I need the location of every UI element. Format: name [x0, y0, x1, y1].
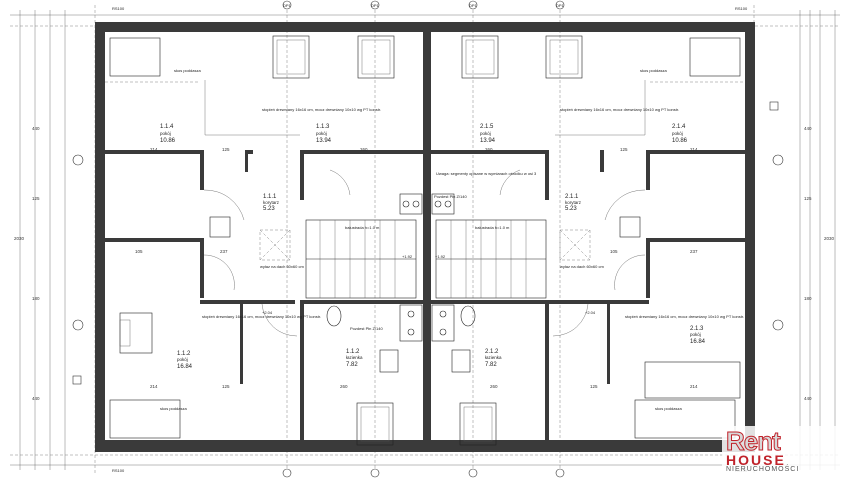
- room-name: pokój: [177, 357, 188, 362]
- axis-marker-label: DP1: [556, 3, 565, 8]
- fixtures: [109, 37, 741, 439]
- room-name: pokój: [690, 332, 701, 337]
- axis-marker-label: DP1: [371, 3, 380, 8]
- room-number: 1.1.2: [346, 349, 360, 355]
- level-mark: +1.92: [435, 254, 446, 259]
- dim-top: 125: [620, 147, 628, 152]
- beam-note: stopień drewniany 16x16 cm, mocz drewnia…: [560, 107, 679, 112]
- room-area: 7.82: [346, 362, 358, 368]
- axis-marker-label: DP1: [283, 3, 292, 8]
- dim-left: 440: [32, 396, 40, 401]
- dim-right: 440: [804, 396, 812, 401]
- room-name: pokój: [480, 131, 491, 136]
- beam-note: stopień drewniany 16x16 cm, mocz drewnia…: [625, 314, 744, 319]
- room-number: 1.1.4: [160, 124, 174, 130]
- room-labels: 1.1.4 pokój 10.86 1.1.3 pokój 13.94 1.1.…: [160, 124, 706, 370]
- room-area: 16.84: [690, 339, 706, 345]
- company-logo: Rent HOUSE NIERUCHOMOŚCI: [722, 426, 840, 474]
- slope-note: skos poddasza: [640, 68, 667, 73]
- beam-note: stopień drewniany 16x16 cm, mocz drewnia…: [202, 314, 321, 319]
- room-name: korytarz: [565, 200, 582, 205]
- slope-note: skos poddasza: [160, 406, 187, 411]
- landing-note: Pozdest Płn Z/140: [434, 194, 467, 199]
- dim-bottom: 260: [490, 384, 498, 389]
- room-name: pokój: [316, 131, 327, 136]
- logo-house: HOUSE: [726, 452, 786, 468]
- dim-top: 125: [222, 147, 230, 152]
- room-area: 5.23: [565, 206, 577, 212]
- room-area: 10.86: [672, 138, 688, 144]
- level-mark: +2.04: [585, 310, 596, 315]
- stairs-note: balustrada h=1.0 m: [345, 225, 380, 230]
- dim-bottom: 125: [590, 384, 598, 389]
- room-area: 7.82: [485, 362, 497, 368]
- room-name: korytarz: [263, 200, 280, 205]
- room-number: 1.1.3: [316, 124, 330, 130]
- dimension-labels: 214 125 260 260 125 214 105 237 237 105 …: [14, 126, 835, 401]
- axis-label-top-left: RS100: [112, 6, 125, 11]
- axis-label-bottom-left: RS100: [112, 468, 125, 473]
- dim-top: 214: [690, 147, 698, 152]
- dim-total: 2030: [14, 236, 25, 241]
- dim-mid: 105: [135, 249, 143, 254]
- stairs-note: balustrada h=1.0 m: [475, 225, 510, 230]
- room-area: 10.86: [160, 138, 176, 144]
- door-swings: [203, 169, 646, 337]
- dim-mid: 237: [220, 249, 228, 254]
- dim-mid: 237: [690, 249, 698, 254]
- beam-lines: [105, 80, 745, 261]
- room-name: łazienka: [346, 355, 363, 360]
- dim-left: 125: [32, 196, 40, 201]
- room-area: 13.94: [480, 138, 496, 144]
- axis-marker-label: DP1: [469, 3, 478, 8]
- logo-wordmark: Rent: [726, 426, 782, 457]
- axis-label-top-right: RS100: [735, 6, 748, 11]
- interior-walls: [105, 150, 745, 440]
- dim-right: 125: [804, 196, 812, 201]
- level-mark: +2.04: [262, 310, 273, 315]
- room-area: 5.23: [263, 206, 275, 212]
- level-mark: +1.92: [402, 254, 413, 259]
- dim-right: 440: [804, 126, 812, 131]
- roof-windows: [272, 35, 583, 446]
- room-number: 2.1.1: [565, 194, 579, 200]
- exterior-walls: [95, 22, 755, 452]
- room-name: pokój: [672, 131, 683, 136]
- room-area: 16.84: [177, 364, 193, 370]
- staircase: [305, 219, 547, 299]
- logo-tagline: NIERUCHOMOŚCI: [726, 466, 800, 473]
- beam-note: stopień drewniany 16x16 cm, mocz drewnia…: [262, 107, 381, 112]
- dim-top: 214: [150, 147, 158, 152]
- dim-left: 180: [32, 296, 40, 301]
- dim-bottom: 214: [690, 384, 698, 389]
- room-name: łazienka: [485, 355, 502, 360]
- slope-note: skos poddasza: [655, 406, 682, 411]
- hatch-note: wyłaz na dach 60x60 cm: [260, 264, 304, 269]
- remark-note: Uwaga: segmenty opisane w wymiarach ośro…: [436, 171, 537, 176]
- axis-markers: DP1 DP1 DP1 DP1 RS100 RS100 RS100 RS100: [72, 0, 784, 478]
- room-area: 13.94: [316, 138, 332, 144]
- room-name: pokój: [160, 131, 171, 136]
- room-number: 2.1.3: [690, 326, 704, 332]
- dim-bottom: 125: [222, 384, 230, 389]
- hatch-note: wyłaz na dach 60x60 cm: [560, 264, 604, 269]
- room-number: 1.1.2: [177, 351, 191, 357]
- dim-top: 260: [360, 147, 368, 152]
- dim-mid: 105: [610, 249, 618, 254]
- annotations: stopień drewniany 16x16 cm, mocz drewnia…: [160, 68, 744, 411]
- dim-left: 440: [32, 126, 40, 131]
- dim-total: 2030: [824, 236, 835, 241]
- room-number: 2.1.5: [480, 124, 494, 130]
- room-number: 2.1.4: [672, 124, 686, 130]
- dim-bottom: 214: [150, 384, 158, 389]
- dim-bottom: 260: [340, 384, 348, 389]
- dim-right: 180: [804, 296, 812, 301]
- slope-note: skos poddasza: [174, 68, 201, 73]
- room-number: 2.1.2: [485, 349, 499, 355]
- dim-top: 260: [485, 147, 493, 152]
- landing-note: Pozdest Płn Z/140: [350, 326, 383, 331]
- room-number: 1.1.1: [263, 194, 277, 200]
